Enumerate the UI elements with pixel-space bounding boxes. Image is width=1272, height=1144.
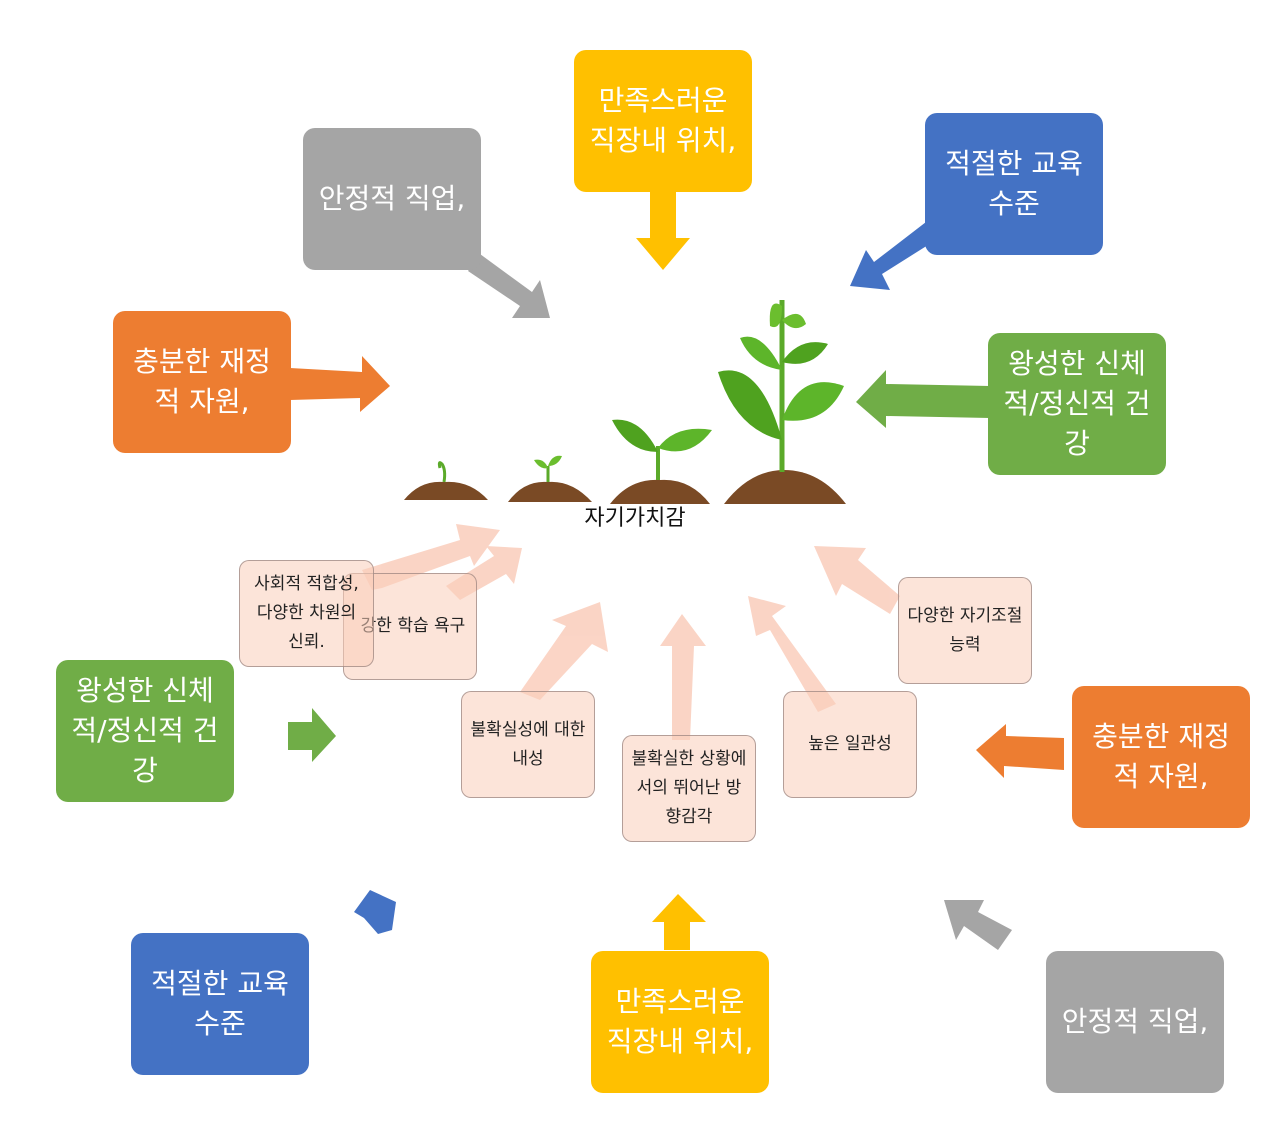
arrow-gray-top	[468, 254, 550, 318]
inner-box-direction: 불확실한 상황에서의 뛰어난 방향감각	[622, 735, 756, 842]
box-stable-job-top: 안정적 직업,	[303, 128, 481, 270]
sprout-plant-2	[508, 455, 592, 502]
inner-box-consistency: 높은 일관성	[783, 691, 917, 798]
arrow-inner-selfreg	[814, 546, 900, 614]
sprout-plant-1	[404, 461, 488, 500]
arrow-orange-top	[290, 356, 390, 412]
sprout-plant-3	[610, 419, 712, 504]
arrow-green-top	[856, 370, 990, 428]
box-workplace-bottom: 만족스러운 직장내 위치,	[591, 951, 769, 1093]
arrow-inner-direction	[660, 614, 706, 740]
arrow-yellow-top	[636, 192, 690, 270]
arrow-gray-bottom	[944, 900, 1012, 950]
box-education-top: 적절한 교육 수준	[925, 113, 1103, 255]
box-workplace-top: 만족스러운 직장내 위치,	[574, 50, 752, 192]
box-finance-bottom: 충분한 재정적 자원,	[1072, 686, 1250, 828]
arrow-inner-uncertainty	[520, 602, 608, 700]
box-finance-top: 충분한 재정적 자원,	[113, 311, 291, 453]
box-health-top: 왕성한 신체적/정신적 건강	[988, 333, 1166, 475]
sprout-plant-4	[718, 300, 846, 504]
inner-box-self-regulation: 다양한 자기조절 능력	[898, 577, 1032, 684]
inner-box-uncertainty-tolerance: 불확실성에 대한 내성	[461, 691, 595, 798]
arrow-green-bottom	[288, 708, 336, 762]
arrow-orange-bottom	[976, 724, 1064, 778]
box-stable-job-bottom: 안정적 직업,	[1046, 951, 1224, 1093]
inner-box-social: 사회적 적합성, 다양한 차원의 신뢰.	[239, 560, 374, 667]
center-label: 자기가치감	[584, 506, 686, 531]
box-health-bottom: 왕성한 신체적/정신적 건강	[56, 660, 234, 802]
box-education-bottom: 적절한 교육 수준	[131, 933, 309, 1075]
arrow-blue-top	[850, 222, 936, 290]
arrow-yellow-bottom	[652, 894, 706, 950]
arrow-blue-bottom	[354, 890, 396, 934]
arrow-inner-consistency	[748, 596, 836, 712]
